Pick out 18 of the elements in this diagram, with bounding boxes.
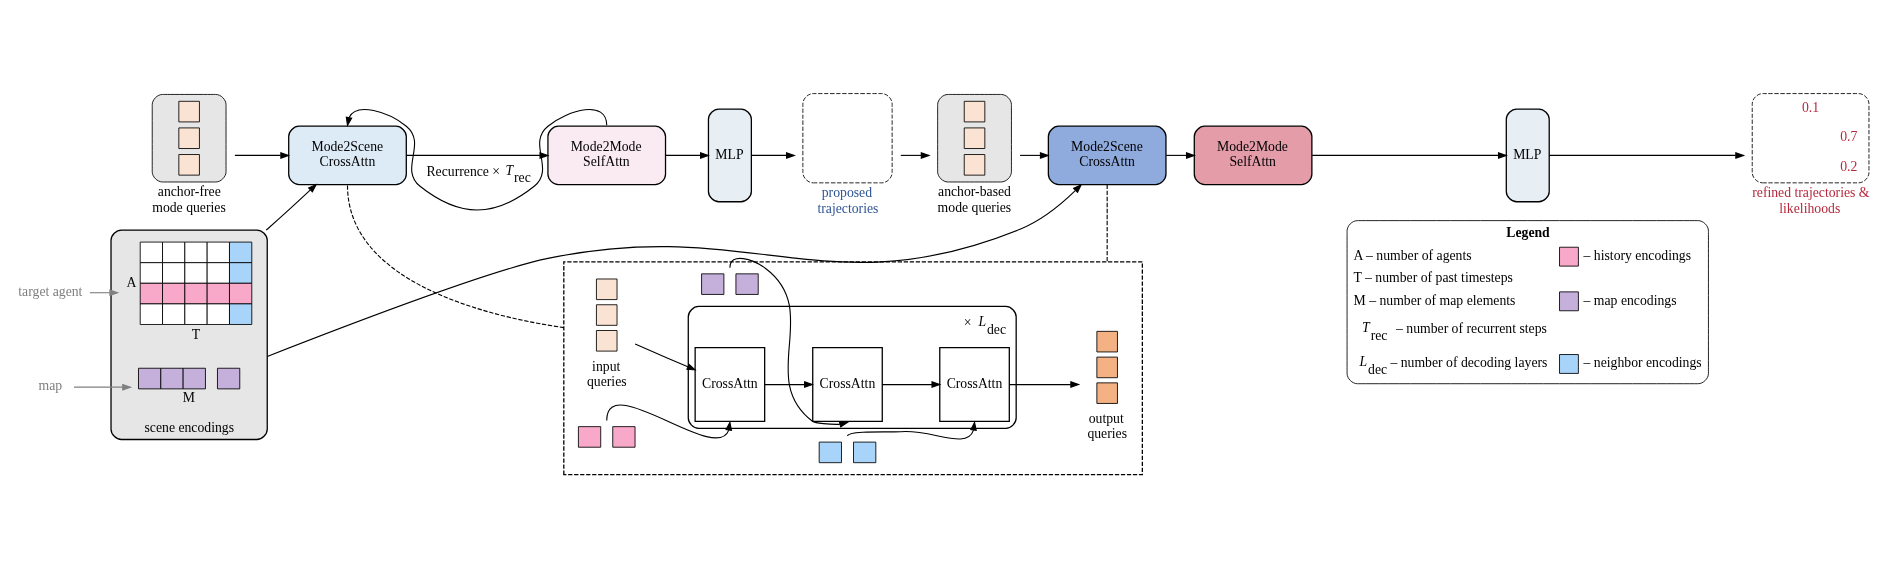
node-label: T: [191, 326, 201, 342]
node-label: input queries: [586, 358, 627, 389]
node-label: anchor-free mode queries: [152, 183, 226, 215]
legend-label: – neighbor encodings: [1583, 354, 1702, 370]
label: A – number of agents: [1353, 247, 1472, 263]
legend-label: – history encodings: [1583, 247, 1692, 263]
node-text: target agent: [18, 283, 83, 299]
node-label: refined trajectories & likelihoods: [1752, 184, 1870, 216]
node-label: output queries: [1087, 410, 1128, 441]
node-text: map: [38, 377, 63, 393]
node-label: anchor-based mode queries: [937, 183, 1012, 215]
node-label: M: [182, 389, 195, 405]
legend-label: – map encodings: [1583, 292, 1677, 308]
node-label: proposed trajectories: [817, 184, 879, 216]
label: Legend: [1506, 224, 1550, 240]
label: M – number of map elements: [1353, 292, 1516, 308]
label: T – number of past timesteps: [1353, 269, 1513, 285]
node-label: A: [126, 274, 137, 290]
